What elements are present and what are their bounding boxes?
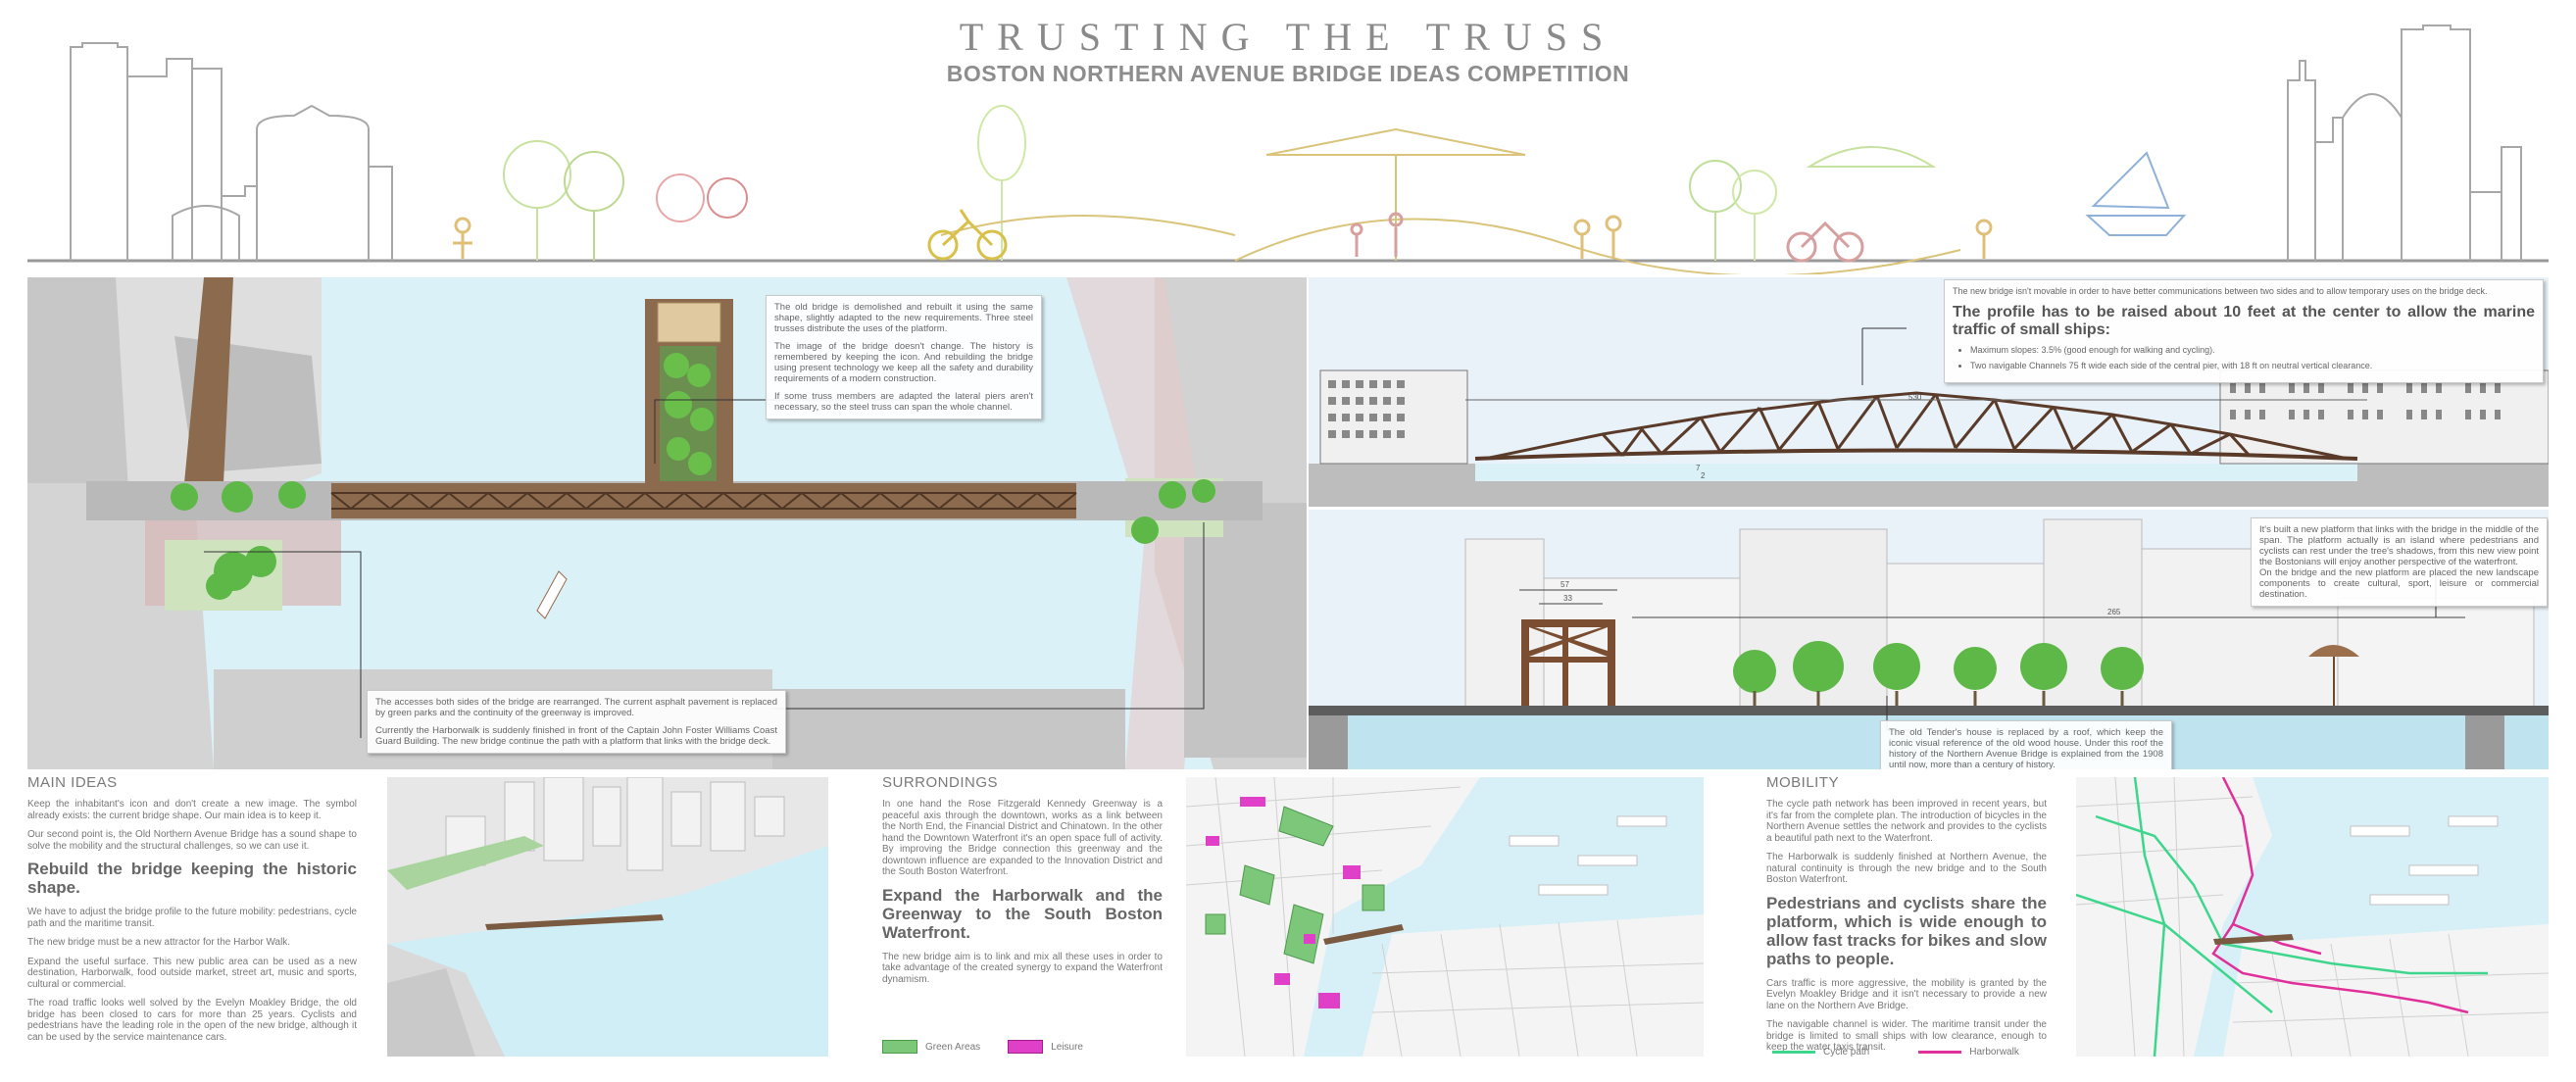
section-callout-bottom: The old Tender's house is replaced by a … bbox=[1880, 720, 2172, 769]
legend-swatch-leisure bbox=[1008, 1040, 1044, 1054]
section-dim-a: 57 bbox=[1560, 580, 1569, 589]
legend-leisure: Leisure bbox=[1008, 1040, 1083, 1054]
main-ideas-column: MAIN IDEAS Keep the inhabitant's icon an… bbox=[27, 774, 357, 1051]
section-dim-c: 265 bbox=[2107, 608, 2121, 616]
bridge-plan-panel: The old bridge is demolished and rebuilt… bbox=[27, 277, 1307, 769]
surroundings-map bbox=[1186, 777, 1704, 1057]
bridge-section-panel: 57 33 265 It's built a new platform that… bbox=[1309, 510, 2549, 769]
surroundings-column: SURRONDINGS In one hand the Rose Fitzger… bbox=[882, 774, 1163, 993]
main-ideas-p5: Expand the useful surface. This new publ… bbox=[27, 956, 357, 990]
elevation-callout-bullet: Maximum slopes: 3.5% (good enough for wa… bbox=[1970, 345, 2535, 356]
plan-callout-bottom: The accesses both sides of the bridge ar… bbox=[367, 690, 786, 754]
surroundings-p2: The new bridge aim is to link and mix al… bbox=[882, 951, 1163, 985]
elevation-callout: The new bridge isn't movable in order to… bbox=[1944, 279, 2544, 383]
legend-cycle-path: Cycle path bbox=[1772, 1047, 1869, 1057]
plan-callout-bottom-p2: Currently the Harborwalk is suddenly fin… bbox=[375, 725, 777, 747]
skyline-illustration bbox=[27, 25, 2549, 274]
plan-callout-top-p3: If some truss members are adapted the la… bbox=[774, 391, 1033, 413]
elevation-dim-right: 2 bbox=[1701, 471, 1706, 480]
elevation-callout-intro: The new bridge isn't movable in order to… bbox=[1953, 286, 2488, 296]
elevation-span-dimension: 530 bbox=[1908, 393, 1922, 402]
legend-label: Cycle path bbox=[1823, 1047, 1870, 1057]
plan-callout-top: The old bridge is demolished and rebuilt… bbox=[766, 295, 1042, 419]
legend-green-areas: Green Areas bbox=[882, 1040, 980, 1054]
mobility-p4: The navigable channel is wider. The mari… bbox=[1766, 1019, 2047, 1053]
legend-harborwalk: Harborwalk bbox=[1918, 1047, 2019, 1057]
section-callout-right: It's built a new platform that links wit… bbox=[2251, 517, 2548, 607]
surroundings-lead: Expand the Harborwalk and the Greenway t… bbox=[882, 885, 1163, 942]
aerial-render-image bbox=[387, 777, 828, 1057]
section-dim-b: 33 bbox=[1563, 594, 1572, 603]
legend-label: Harborwalk bbox=[1969, 1047, 2019, 1057]
main-ideas-p3: We have to adjust the bridge profile to … bbox=[27, 907, 357, 929]
plan-callout-top-p2: The image of the bridge doesn't change. … bbox=[774, 341, 1033, 384]
legend-line-cycle bbox=[1772, 1051, 1815, 1054]
legend-swatch-green bbox=[882, 1040, 917, 1054]
mobility-legend: Cycle path Harborwalk bbox=[1772, 1047, 2019, 1057]
plan-callout-bottom-p1: The accesses both sides of the bridge ar… bbox=[375, 697, 777, 718]
main-ideas-p6: The road traffic looks well solved by th… bbox=[27, 998, 357, 1043]
elevation-callout-bullet: Two navigable Channels 75 ft wide each s… bbox=[1970, 361, 2535, 371]
main-ideas-p4: The new bridge must be a new attractor f… bbox=[27, 937, 291, 948]
mobility-p1: The cycle path network has been improved… bbox=[1766, 799, 2047, 844]
plan-callout-top-p1: The old bridge is demolished and rebuilt… bbox=[774, 302, 1033, 334]
elevation-callout-list: Maximum slopes: 3.5% (good enough for wa… bbox=[1953, 345, 2535, 371]
mobility-heading: MOBILITY bbox=[1766, 774, 1840, 791]
elevation-dim-left: 7 bbox=[1696, 464, 1701, 472]
bridge-plan-drawing bbox=[27, 277, 1307, 769]
legend-label: Green Areas bbox=[925, 1041, 981, 1053]
main-ideas-lead: Rebuild the bridge keeping the historic … bbox=[27, 860, 357, 897]
page-title: TRUSTING THE TRUSS bbox=[959, 15, 1617, 59]
legend-line-harborwalk bbox=[1918, 1051, 1962, 1054]
legend-label: Leisure bbox=[1051, 1041, 1083, 1053]
mobility-p2: The Harborwalk is suddenly finished at N… bbox=[1766, 852, 2047, 885]
surroundings-legend: Green Areas Leisure bbox=[882, 1040, 1083, 1054]
mobility-map bbox=[2076, 777, 2549, 1057]
mobility-p3: Cars traffic is more aggressive, the mob… bbox=[1766, 977, 2047, 1011]
surroundings-heading: SURRONDINGS bbox=[882, 774, 999, 791]
surroundings-p1: In one hand the Rose Fitzgerald Kennedy … bbox=[882, 799, 1163, 877]
page-subtitle: BOSTON NORTHERN AVENUE BRIDGE IDEAS COMP… bbox=[946, 61, 1630, 86]
elevation-callout-heading: The profile has to be raised about 10 fe… bbox=[1953, 304, 2535, 338]
main-ideas-p1: Keep the inhabitant's icon and don't cre… bbox=[27, 799, 357, 821]
mobility-column: MOBILITY The cycle path network has been… bbox=[1766, 774, 2047, 1061]
bridge-elevation-drawing bbox=[1309, 277, 2549, 507]
main-ideas-p2: Our second point is, the Old Northern Av… bbox=[27, 829, 357, 852]
bridge-elevation-panel: 530 7 2 The new bridge isn't movable in … bbox=[1309, 277, 2549, 507]
mobility-lead: Pedestrians and cyclists share the platf… bbox=[1766, 893, 2047, 968]
main-ideas-heading: MAIN IDEAS bbox=[27, 774, 118, 791]
